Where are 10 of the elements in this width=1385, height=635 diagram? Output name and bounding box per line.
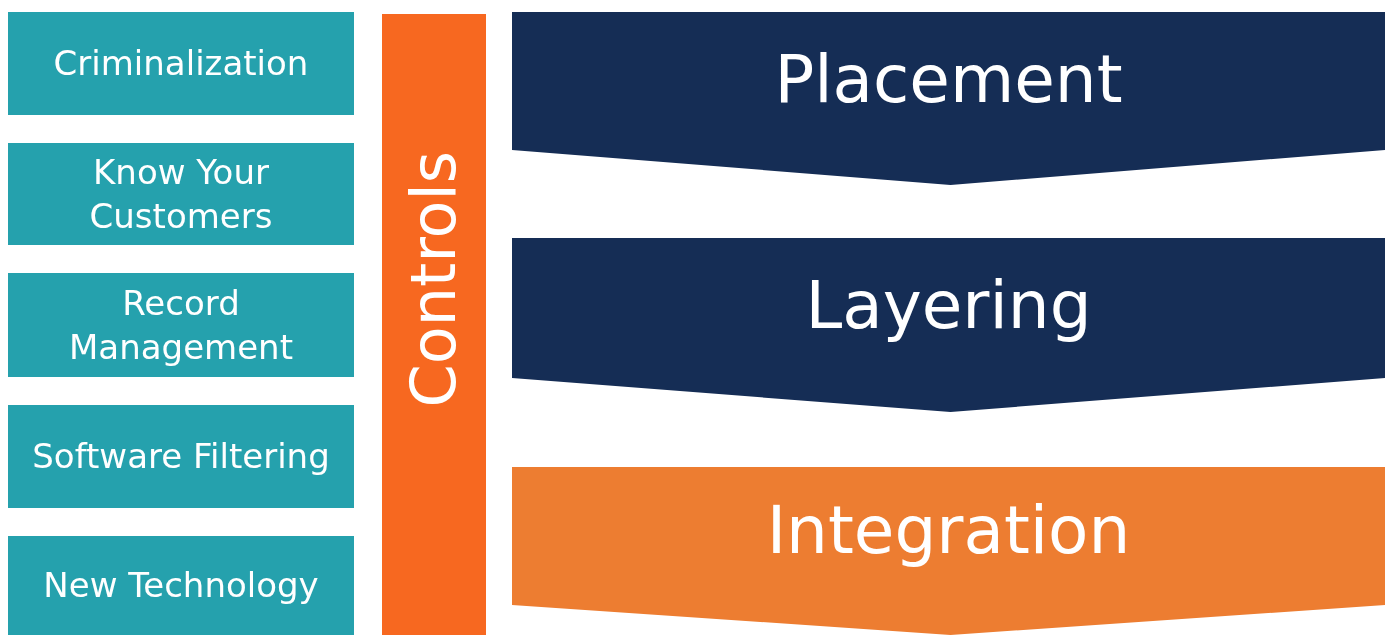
- control-box: Record Management: [8, 273, 354, 377]
- control-box: Criminalization: [8, 12, 354, 115]
- controls-bar: [382, 14, 486, 635]
- control-box: New Technology: [8, 536, 354, 635]
- controls-label: Controls: [403, 151, 465, 408]
- stage-title: Integration: [765, 491, 1132, 571]
- stage-title: Placement: [773, 40, 1124, 120]
- control-box: Software Filtering: [8, 405, 354, 508]
- stage-title: Layering: [804, 266, 1093, 346]
- control-box: Know Your Customers: [8, 143, 354, 245]
